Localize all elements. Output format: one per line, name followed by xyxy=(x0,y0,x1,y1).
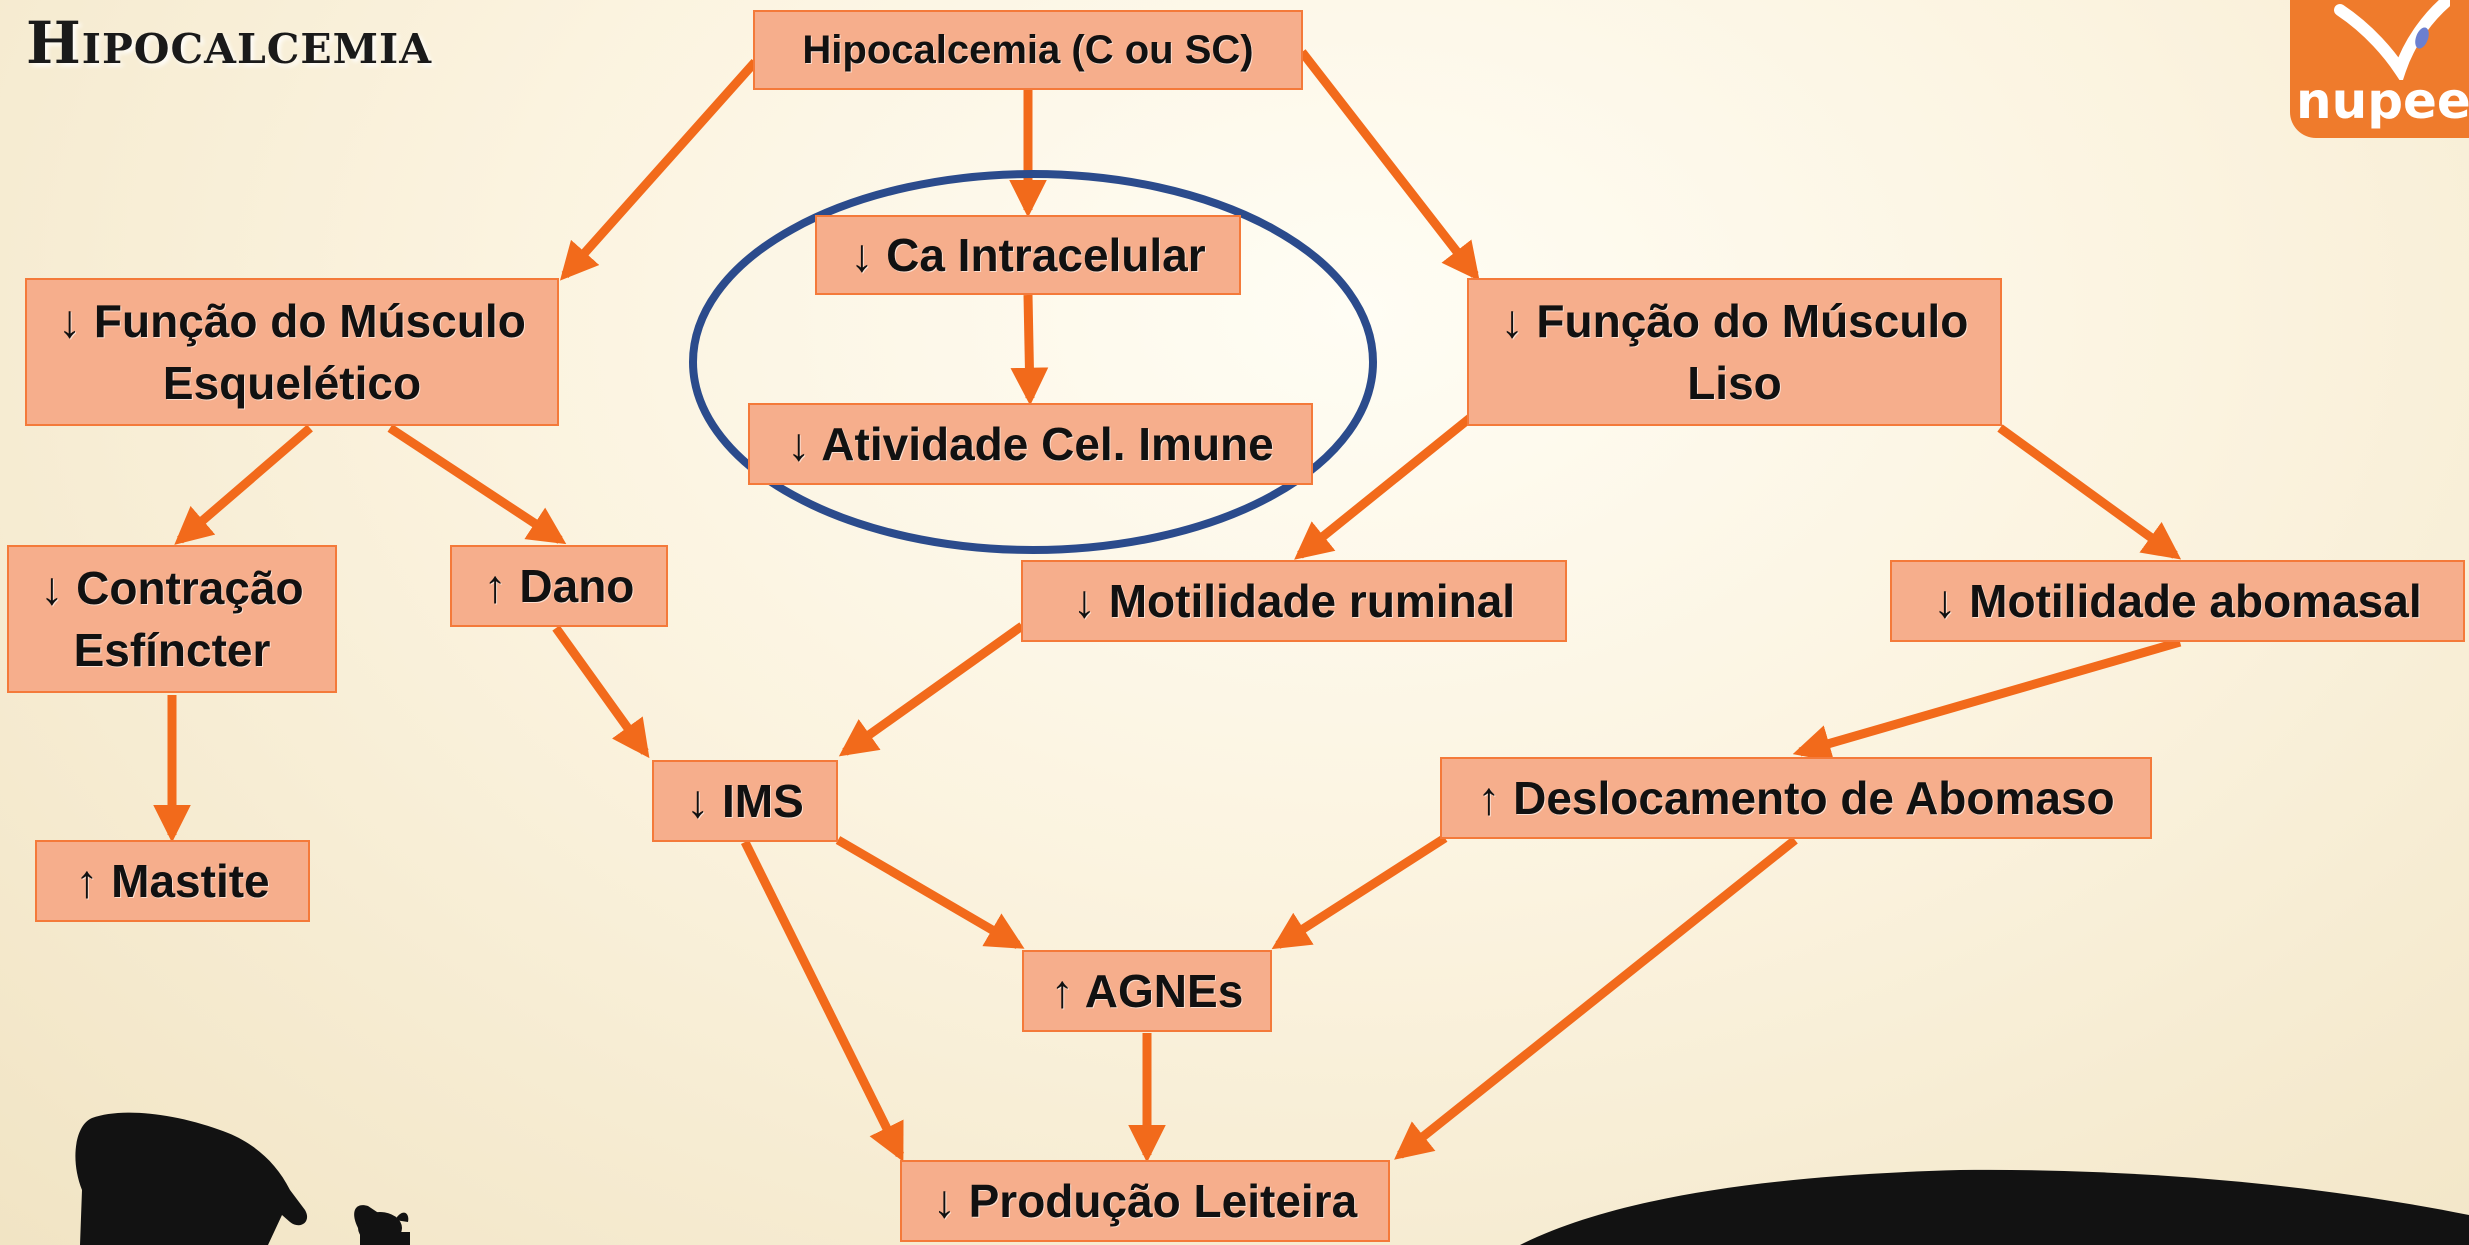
arrow-musculo_esqueletico-to-contracao_esfincter xyxy=(174,424,313,545)
cow-silhouette xyxy=(75,1112,410,1245)
arrow-musculo_liso-to-motilidade_ruminal xyxy=(1294,414,1473,560)
arrow-deslocamento-to-producao xyxy=(1394,836,1798,1160)
hill-silhouette xyxy=(1520,1169,2469,1245)
arrow-motilidade_abomasal-to-deslocamento xyxy=(1792,637,2182,762)
node-contracao-esfincter: ↓ Contração Esfíncter xyxy=(7,545,337,693)
node-ims: ↓ IMS xyxy=(652,760,838,842)
node-dano: ↑ Dano xyxy=(450,545,668,627)
arrow-motilidade_ruminal-to-ims xyxy=(838,622,1025,757)
nupeec-logo: nupeec xyxy=(2290,0,2469,138)
node-agnes: ↑ AGNEs xyxy=(1022,950,1272,1032)
node-motilidade-abomasal: ↓ Motilidade abomasal xyxy=(1890,560,2465,642)
slide-title: Hipocalcemia xyxy=(26,9,433,77)
arrow-musculo_esqueletico-to-dano xyxy=(387,424,567,545)
arrow-ca_intracelular-to-atividade_imune xyxy=(1010,294,1049,406)
arrow-deslocamento-to-agnes xyxy=(1271,834,1448,950)
highlight-ellipse xyxy=(689,170,1377,554)
logo-check-icon xyxy=(2334,0,2450,80)
node-deslocamento: ↑ Deslocamento de Abomaso xyxy=(1440,757,2152,839)
arrow-musculo_liso-to-motilidade_abomasal xyxy=(1997,424,2182,560)
node-musculo-esqueletico: ↓ Função do Músculo Esquelético xyxy=(25,278,559,426)
arrow-dano-to-ims xyxy=(552,625,650,759)
arrow-ims-to-producao xyxy=(740,840,905,1162)
arrow-root-to-musculo_liso xyxy=(1298,49,1480,281)
node-musculo-liso: ↓ Função do Músculo Liso xyxy=(1467,278,2002,426)
edge-layer xyxy=(153,49,2182,1163)
node-ca-intracelular: ↓ Ca Intracelular xyxy=(815,215,1241,295)
node-root: Hipocalcemia (C ou SC) xyxy=(753,10,1303,90)
node-motilidade-ruminal: ↓ Motilidade ruminal xyxy=(1021,560,1567,642)
arrow-ims-to-agnes xyxy=(835,836,1025,949)
node-producao: ↓ Produção Leiteira xyxy=(900,1160,1390,1242)
node-mastite: ↑ Mastite xyxy=(35,840,310,922)
logo-text: nupeec xyxy=(2296,72,2469,130)
arrow-root-to-musculo_esqueletico xyxy=(559,59,759,281)
node-atividade-imune: ↓ Atividade Cel. Imune xyxy=(748,403,1313,485)
